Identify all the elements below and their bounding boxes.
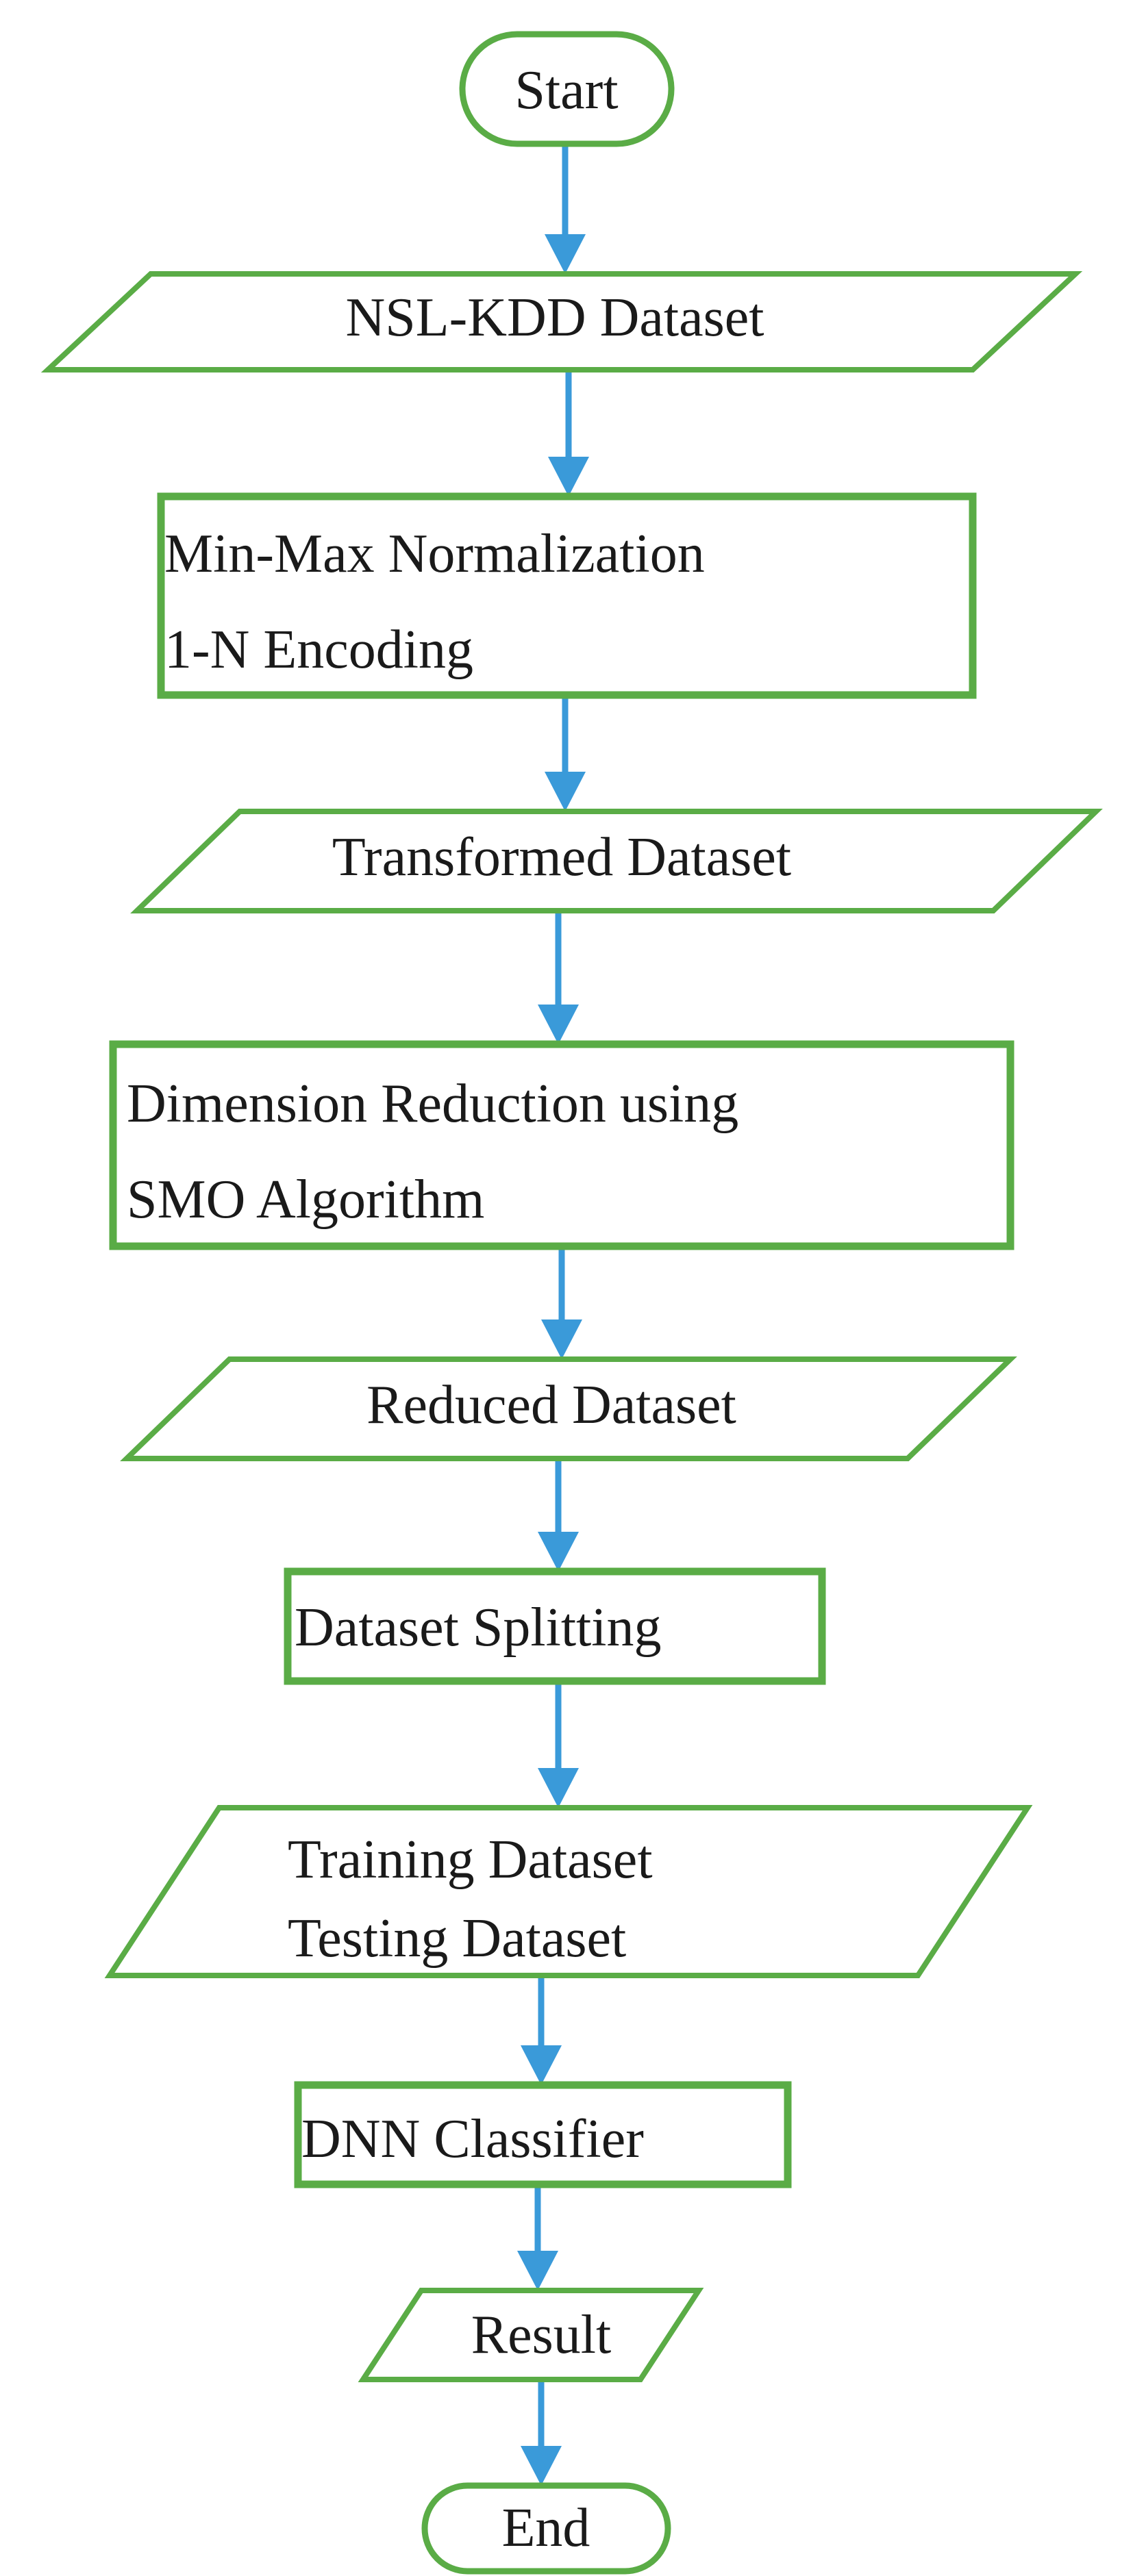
node-label: End (502, 2498, 590, 2558)
arrow-head (517, 2251, 558, 2290)
arrow-splitting-to-train_test (538, 1681, 579, 1808)
node-splitting: Dataset Splitting (284, 1567, 826, 1685)
node-label: Transformed Dataset (332, 827, 791, 887)
arrow-normalization-to-transformed (545, 695, 586, 811)
node-end: End (421, 2482, 671, 2575)
data-shape (130, 809, 1103, 913)
data-shape (104, 1805, 1033, 1978)
arrow-reduced-to-splitting (538, 1459, 579, 1571)
node-label: Training Dataset (288, 1830, 653, 1890)
arrow-transformed-to-reduction (538, 911, 579, 1044)
node-label: Min-Max Normalization (164, 524, 705, 584)
edges-layer (517, 144, 589, 2486)
arrow-result-to-end (521, 2379, 562, 2486)
arrow-head (541, 1319, 582, 1359)
process-shape (294, 2081, 792, 2188)
arrow-nsl_kdd-to-normalization (548, 370, 589, 496)
arrow-start-to-nsl_kdd (545, 144, 586, 274)
arrow-head (521, 2446, 562, 2486)
node-normalization: Min-Max Normalization 1-N Encoding (157, 492, 977, 699)
node-reduced: Reduced Dataset (120, 1356, 1017, 1461)
arrow-head (538, 1768, 579, 1808)
node-label: Dimension Reduction using (127, 1074, 738, 1134)
data-shape (40, 271, 1083, 372)
node-result: Result (358, 2288, 704, 2382)
arrow-head (538, 1532, 579, 1571)
arrow-dnn-to-result (517, 2184, 558, 2290)
node-label: DNN Classifier (301, 2109, 644, 2169)
node-transformed: Transformed Dataset (130, 809, 1103, 913)
data-shape (120, 1356, 1017, 1461)
terminator-shape (421, 2482, 671, 2575)
node-label: Start (514, 60, 618, 121)
node-label: Dataset Splitting (295, 1598, 662, 1658)
arrow-reduction-to-reduced (541, 1246, 582, 1359)
node-label: Reduced Dataset (366, 1375, 736, 1435)
process-shape (109, 1040, 1014, 1250)
node-start: Start (459, 31, 675, 147)
node-label: SMO Algorithm (127, 1170, 484, 1230)
terminator-shape (459, 31, 675, 147)
node-label: Result (471, 2305, 611, 2365)
process-shape (157, 492, 977, 699)
arrow-head (538, 1005, 579, 1044)
process-shape (284, 1567, 826, 1685)
arrow-head (548, 457, 589, 496)
arrow-train_test-to-dnn (521, 1975, 562, 2085)
node-label: NSL-KDD Dataset (346, 288, 764, 348)
node-nsl-kdd: NSL-KDD Dataset (40, 271, 1083, 372)
arrow-head (545, 234, 586, 274)
data-shape (358, 2288, 704, 2382)
node-label: Testing Dataset (288, 1908, 626, 1969)
node-label: 1-N Encoding (164, 620, 473, 680)
arrow-head (545, 772, 586, 811)
arrow-head (521, 2045, 562, 2085)
node-dnn: DNN Classifier (294, 2081, 792, 2188)
